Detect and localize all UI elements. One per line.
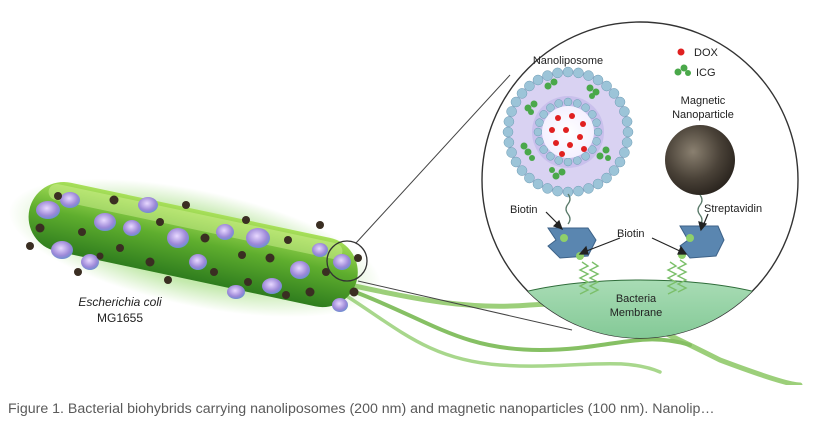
- lipid-head: [573, 156, 582, 165]
- lipid-head: [532, 74, 544, 86]
- lipid-head: [563, 157, 573, 167]
- outer-lipid-heads: [502, 66, 634, 198]
- biotin-label-center: Biotin: [617, 228, 645, 240]
- legend-icg-label: ICG: [696, 67, 716, 79]
- lipid-head: [608, 165, 620, 176]
- magnetic-label-line2: Nanoparticle: [672, 109, 734, 121]
- lipid-head: [542, 70, 553, 81]
- lipid-head: [619, 147, 630, 158]
- nanoliposome-label: Nanoliposome: [533, 55, 603, 67]
- lipid-head: [621, 116, 633, 127]
- green-beads-icon: [674, 64, 691, 76]
- lipid-head: [554, 156, 563, 165]
- bacteria-membrane: [482, 279, 798, 338]
- red-dot-icon: [677, 48, 685, 56]
- biohybrid-diagram: Escherichia coli MG1655: [8, 21, 803, 385]
- lipid-head: [614, 156, 626, 168]
- lipid-head: [614, 96, 626, 108]
- figure-caption: Figure 1. Bacterial biohybrids carrying …: [8, 401, 715, 417]
- lipid-head: [546, 152, 555, 161]
- lipid-head: [535, 118, 544, 127]
- lipid-head: [592, 137, 601, 146]
- magnetic-nanoparticle: [665, 125, 735, 195]
- lipid-head: [502, 126, 514, 138]
- membrane-label-line2: Membrane: [610, 307, 663, 319]
- lipid-head: [554, 99, 563, 108]
- lipid-head: [619, 106, 630, 117]
- lipid-head: [601, 80, 612, 92]
- lipid-head: [506, 147, 517, 158]
- lipid-head: [622, 126, 634, 138]
- lipid-head: [542, 183, 553, 194]
- dox-molecules: [549, 113, 587, 157]
- lipid-head: [503, 137, 515, 148]
- lipid-head: [573, 185, 584, 197]
- inner-lipid-heads: [533, 97, 603, 167]
- lipid-head: [535, 137, 544, 146]
- lipid-head: [621, 137, 633, 148]
- lipid-head: [516, 165, 528, 176]
- lipid-head: [583, 70, 594, 81]
- lipid-head: [601, 172, 612, 184]
- biotin-label-left: Biotin: [510, 204, 538, 216]
- bacterium-name: Escherichia coli: [78, 295, 162, 309]
- lipid-head: [532, 178, 544, 190]
- lipid-head: [552, 185, 563, 197]
- lipid-head: [562, 66, 574, 78]
- lipid-head: [539, 145, 548, 154]
- bacterium-strain: MG1655: [97, 311, 143, 325]
- lipid-head: [503, 116, 515, 127]
- e-coli-bacterium: [8, 178, 382, 318]
- magnetic-label-line1: Magnetic: [681, 95, 726, 107]
- lipid-head: [573, 99, 582, 108]
- lipid-head: [581, 103, 590, 112]
- lipid-head: [510, 156, 522, 168]
- surface-liposome-blobs: [36, 192, 351, 312]
- lipid-head: [592, 74, 604, 86]
- membrane-anchors: [578, 259, 688, 295]
- lipid-head: [563, 97, 573, 107]
- legend-dox-label: DOX: [694, 47, 719, 59]
- streptavidin-label: Streptavidin: [704, 203, 762, 215]
- lipid-head: [592, 118, 601, 127]
- lipid-head: [583, 183, 594, 194]
- lipid-head: [573, 67, 584, 79]
- nanoliposome: [502, 66, 634, 198]
- lipid-head: [506, 106, 517, 117]
- lipid-head: [539, 110, 548, 119]
- lipid-head: [593, 127, 603, 137]
- legend: DOX ICG: [674, 47, 719, 79]
- lipid-head: [516, 88, 528, 99]
- lipid-head: [588, 110, 597, 119]
- surface-magnetic-particles: [26, 192, 362, 299]
- lipid-head: [608, 88, 620, 99]
- lipid-head: [552, 67, 563, 79]
- lipid-head: [562, 186, 574, 198]
- tethers: [565, 193, 703, 226]
- zoom-connector-lines: [355, 74, 573, 331]
- lipid-head: [592, 178, 604, 190]
- lipid-head: [546, 103, 555, 112]
- streptavidin-complex-right: [678, 225, 725, 259]
- annotation-arrows: [545, 211, 709, 255]
- lipid-head: [533, 127, 543, 137]
- lipid-head: [588, 145, 597, 154]
- lipid-head: [510, 96, 522, 108]
- lipid-head: [524, 80, 535, 92]
- lipid-head: [524, 172, 535, 184]
- zoom-region-marker: [326, 240, 368, 282]
- icg-molecules: [520, 78, 611, 180]
- lipid-head: [581, 152, 590, 161]
- membrane-label-line1: Bacteria: [616, 293, 657, 305]
- magnified-view: Nanoliposome DOX ICG Magnetic Nanopartic…: [481, 21, 799, 339]
